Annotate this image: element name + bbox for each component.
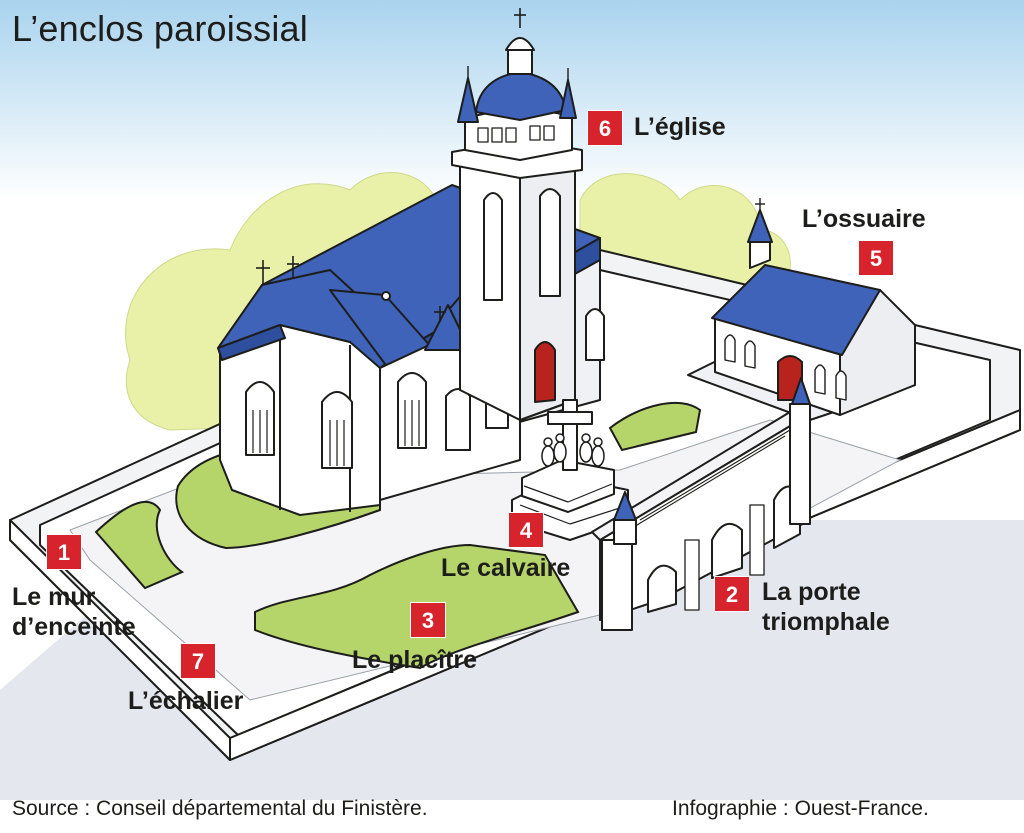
badge-3: 3 bbox=[410, 602, 446, 638]
triumphal-gate bbox=[591, 377, 811, 631]
badge-2: 2 bbox=[714, 576, 750, 612]
label-line: La porte bbox=[762, 578, 861, 606]
label-line: Le mur bbox=[12, 583, 96, 611]
bell-tower bbox=[451, 8, 583, 421]
badge-1: 1 bbox=[46, 534, 82, 570]
ossuary bbox=[687, 198, 916, 421]
page-title: L’enclos paroissial bbox=[12, 8, 308, 49]
label-line: d’enceinte bbox=[12, 613, 136, 641]
label-line: L’église bbox=[634, 113, 726, 141]
badge-4: 4 bbox=[508, 512, 544, 548]
label-mur-enceinte: Le mur d’enceinte bbox=[12, 582, 136, 642]
badge-6: 6 bbox=[587, 110, 623, 146]
label-echalier: L’échalier bbox=[128, 686, 243, 716]
label-ossuaire: L’ossuaire bbox=[802, 204, 926, 234]
label-placitre: Le placître bbox=[352, 645, 477, 675]
label-line: triomphale bbox=[762, 608, 890, 636]
label-line: L’ossuaire bbox=[802, 205, 926, 233]
label-line: Le placître bbox=[352, 646, 478, 674]
badge-5: 5 bbox=[858, 240, 894, 276]
badge-7: 7 bbox=[180, 643, 216, 679]
label-porte-triomphale: La porte triomphale bbox=[762, 577, 890, 637]
label-line: Le calvaire bbox=[441, 554, 571, 582]
source-credit: Source : Conseil départemental du Finist… bbox=[12, 797, 428, 820]
infographic-credit: Infographie : Ouest-France. bbox=[672, 797, 929, 820]
label-calvaire: Le calvaire bbox=[441, 553, 570, 583]
label-line: L’échalier bbox=[128, 687, 244, 715]
label-eglise: L’église bbox=[634, 112, 726, 142]
